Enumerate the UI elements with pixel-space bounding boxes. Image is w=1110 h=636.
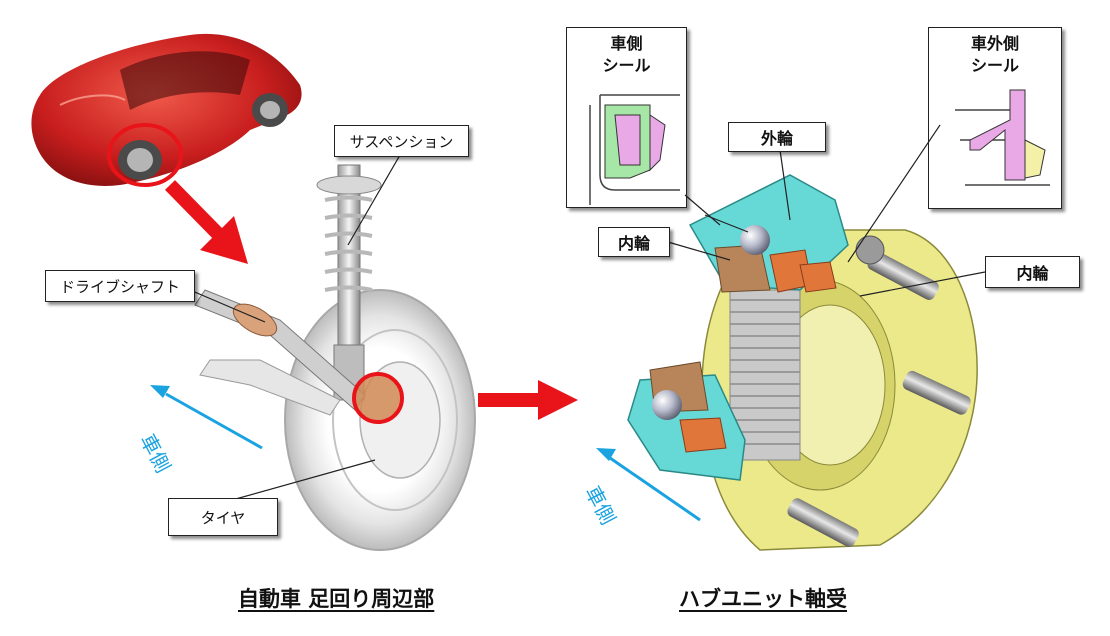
inner-seal-inset: 車側 シール [566,27,687,208]
outer-ring-label: 外輪 [728,122,826,152]
outer-seal-inset: 車外側 シール [928,27,1062,209]
left-caption: 自動車 足回り周辺部 [238,587,435,611]
right-direction-arrow [596,448,701,522]
hub-focus-circle [352,372,404,424]
suspension-label: サスペンション [334,125,469,157]
drive-shaft-label: ドライブシャフト [45,270,195,302]
outer-seal-title-line2: シール [970,56,1019,75]
red-arrow-down [165,180,248,264]
focus-circle [107,123,183,187]
red-arrow-right [478,380,578,420]
inner-seal-drawing [589,94,680,205]
tire-label: タイヤ [168,498,278,536]
hub-bearing-illustration [627,124,986,551]
outer-seal-title-line1: 車外側 [970,34,1019,53]
inner-ring-left-label: 内輪 [598,227,670,257]
outer-seal-drawing [955,89,1050,186]
inner-seal-title-line2: シール [602,56,651,75]
right-caption: ハブユニット軸受 [679,587,847,611]
car-illustration [31,33,302,187]
suspension-assembly [189,154,476,551]
left-direction-arrow [150,385,263,450]
inner-seal-title-line1: 車側 [610,34,643,53]
inner-ring-right-label: 内輪 [985,256,1080,288]
